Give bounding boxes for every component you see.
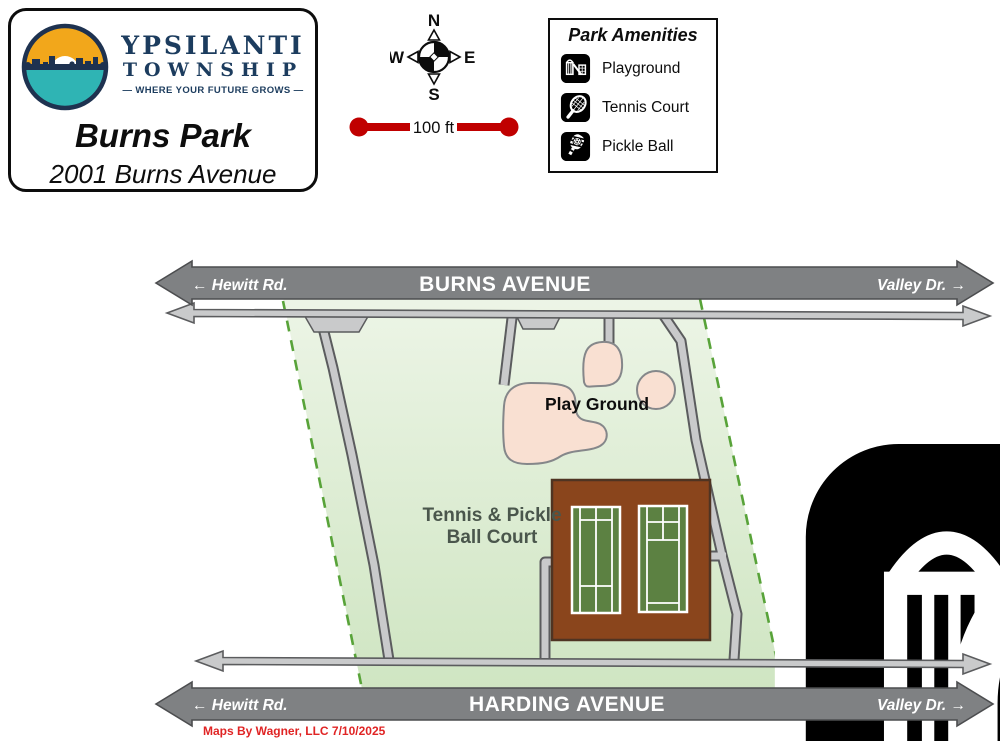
compass-west-label: W [390, 48, 405, 67]
park-boundary-right [698, 298, 785, 690]
compass-south-label: S [428, 85, 439, 104]
org-name-block: YPSILANTI TOWNSHIP — WHERE YOUR FUTURE G… [111, 33, 315, 96]
park-info-card: YPSILANTI TOWNSHIP — WHERE YOUR FUTURE G… [8, 8, 318, 192]
park-boundary-left [281, 300, 364, 690]
park-name: Burns Park [74, 117, 252, 154]
pickleball-icon [559, 130, 592, 163]
amenities-legend: Park Amenities Playground Tennis Court P… [548, 18, 718, 173]
harding-sidewalk [193, 649, 993, 676]
scale-bar-label: 100 ft [413, 119, 455, 137]
burns-hewitt-label: ← Hewitt Rd. [192, 277, 288, 294]
compass-north-label: N [428, 11, 440, 30]
tennis-court-left [570, 505, 622, 615]
park-address: 2001 Burns Avenue [49, 159, 277, 189]
playground-icon [559, 52, 592, 85]
org-tagline: — WHERE YOUR FUTURE GROWS — [122, 85, 304, 96]
legend-label-tennis: Tennis Court [602, 98, 690, 116]
legend-title: Park Amenities [568, 25, 698, 45]
court-label-line2: Ball Court [447, 527, 538, 548]
harding-hewitt-label: ← Hewitt Rd. [192, 697, 288, 714]
playground-surface [502, 340, 676, 466]
burns-sidewalk [164, 301, 993, 328]
legend-row-playground: Playground [550, 52, 716, 85]
harding-avenue-road: HARDING AVENUE ← Hewitt Rd. Valley Dr. → [154, 680, 995, 728]
legend-row-tennis: Tennis Court [550, 91, 716, 124]
township-logo-icon [21, 23, 109, 111]
harding-valley-label: Valley Dr. → [877, 697, 966, 714]
map-credit: Maps By Wagner, LLC 7/10/2025 [203, 724, 386, 738]
legend-label-playground: Playground [602, 59, 681, 77]
court-label-line1: Tennis & Pickle [422, 505, 561, 526]
park-map: Play Ground Tennis & Pickle Ball Court B… [154, 259, 1000, 741]
tennis-court-right [637, 504, 689, 614]
scale-bar: 100 ft [349, 117, 519, 137]
compass-east-label: E [464, 48, 475, 67]
burns-avenue-label: BURNS AVENUE [419, 273, 591, 296]
legend-label-pickleball: Pickle Ball [602, 137, 674, 155]
legend-row-pickleball: Pickle Ball [550, 130, 716, 163]
org-name-line1: YPSILANTI [121, 31, 305, 60]
tennis-icon [559, 91, 592, 124]
burns-avenue-road: BURNS AVENUE ← Hewitt Rd. Valley Dr. → [154, 259, 995, 307]
playground-label: Play Ground [545, 394, 649, 414]
court-label: Tennis & Pickle Ball Court [422, 505, 561, 548]
burns-valley-label: Valley Dr. → [877, 277, 966, 294]
harding-avenue-label: HARDING AVENUE [469, 693, 665, 716]
compass-rose: N S W E [390, 11, 475, 104]
org-name-line2: TOWNSHIP [122, 59, 304, 81]
